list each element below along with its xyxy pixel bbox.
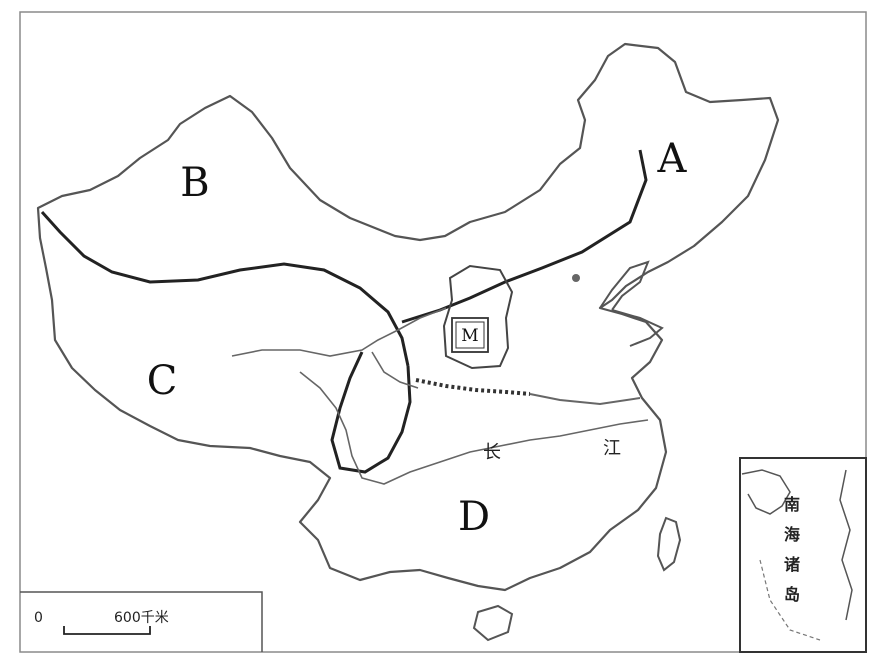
map-frame <box>19 11 867 653</box>
inset-char-3: 诸 <box>784 555 800 574</box>
taiwan-island <box>656 516 682 572</box>
inset-frame <box>739 457 867 653</box>
scale-end-label: 600千米 <box>114 610 169 626</box>
region-a-label: A <box>657 136 688 182</box>
region-b-label: B <box>180 160 209 206</box>
shanxi-outline <box>442 264 514 370</box>
scale-bar-line <box>63 626 151 635</box>
marker-m-label: M <box>461 326 478 346</box>
region-c-label: C <box>147 358 178 404</box>
scale-start-label: 0 <box>34 610 43 626</box>
great-wall-line <box>415 378 531 396</box>
marker-m-inner-box <box>455 321 485 349</box>
bohai-coast <box>599 260 650 311</box>
scale-bar: 0 600千米 <box>20 591 263 652</box>
inset-coastline <box>741 469 791 515</box>
yangtze-river <box>299 371 649 485</box>
country-outline <box>36 42 780 592</box>
river-label-chang: 长 <box>483 442 501 463</box>
region-bc-boundary <box>40 210 410 367</box>
inset-boundary-line <box>759 559 821 641</box>
region-d-label: D <box>458 494 490 540</box>
region-cd-boundary <box>330 351 412 474</box>
hainan-island <box>472 604 514 642</box>
south-china-sea-inset: 南 海 诸 岛 <box>739 457 867 653</box>
inset-char-2: 海 <box>784 525 800 544</box>
inset-east-coast <box>839 469 853 621</box>
river-label-jiang: 江 <box>603 438 621 459</box>
yellow-river <box>231 307 447 389</box>
scale-box <box>20 591 263 652</box>
inset-char-1: 南 <box>784 495 800 514</box>
marker-m-box <box>451 317 489 353</box>
qinling-huaihe-line <box>529 393 641 406</box>
inset-char-4: 岛 <box>784 585 800 604</box>
beijing-dot <box>572 274 580 282</box>
shandong-peninsula <box>611 309 664 347</box>
